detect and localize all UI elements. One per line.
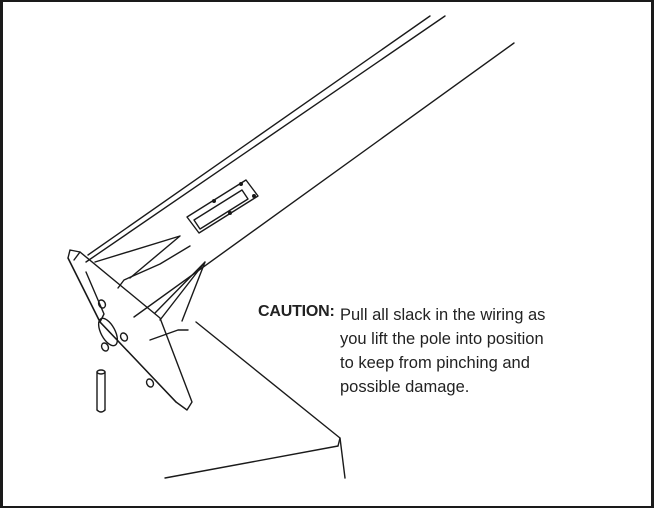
caution-line: Pull all slack in the wiring as	[340, 306, 546, 324]
gusset-plates	[94, 235, 206, 341]
caution-line: possible damage.	[340, 378, 470, 396]
foundation-block	[164, 321, 346, 479]
handhole-cover	[186, 179, 259, 234]
caution-label: CAUTION:	[258, 303, 335, 320]
pole-shaft	[85, 15, 515, 318]
anchor-bolt	[96, 369, 106, 413]
caution-line: to keep from pinching and	[340, 354, 530, 372]
caution-text: Pull all slack in the wiring as you lift…	[340, 303, 640, 399]
caution-line: you lift the pole into position	[340, 330, 544, 348]
base-plate	[67, 249, 193, 411]
